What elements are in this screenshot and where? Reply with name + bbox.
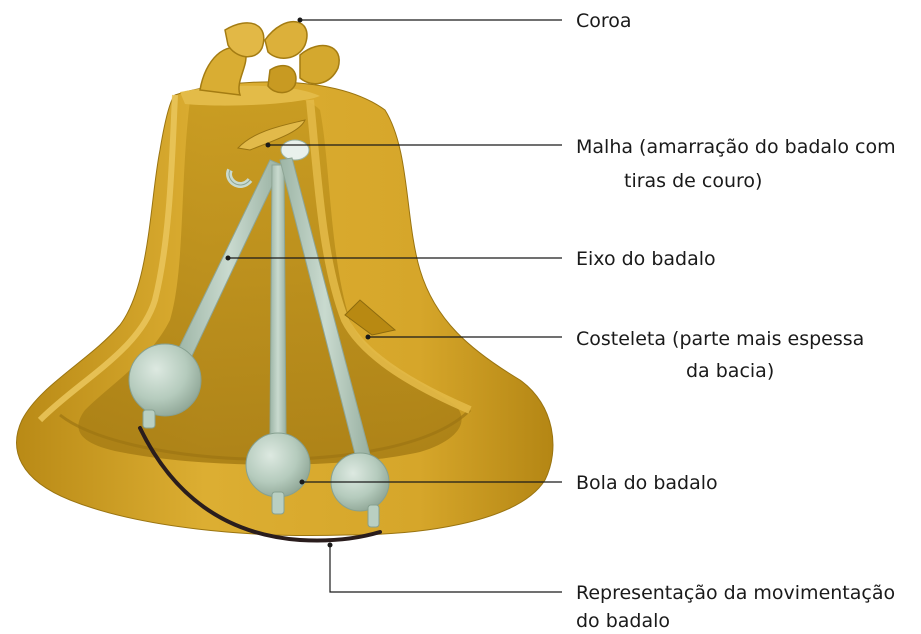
label-eixo: Eixo do badalo <box>576 246 716 272</box>
label-malha-line2: tiras de couro) <box>624 168 762 194</box>
label-coroa: Coroa <box>576 8 632 34</box>
leader-movimento <box>330 545 562 592</box>
bell-crown <box>200 22 339 95</box>
label-costeleta-line2: da bacia) <box>686 358 774 384</box>
label-costeleta-line1: Costeleta (parte mais espessa <box>576 326 864 352</box>
label-bola: Bola do badalo <box>576 470 718 496</box>
label-movimento-line2: do badalo <box>576 608 670 634</box>
label-movimento-line1: Representação da movimentação <box>576 580 895 606</box>
label-malha-line1: Malha (amarração do badalo com <box>576 134 896 160</box>
